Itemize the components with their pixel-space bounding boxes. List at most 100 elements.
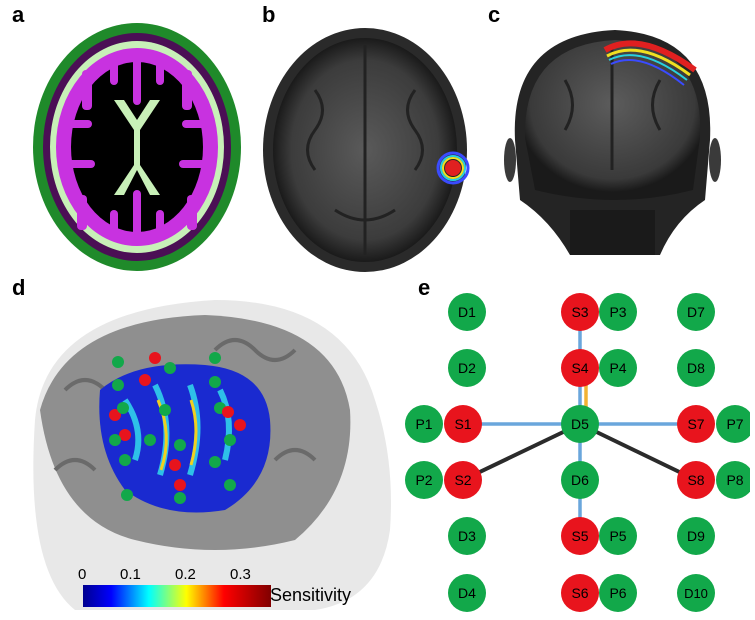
sensitivity-spot: [436, 151, 470, 185]
node-label: P8: [726, 472, 743, 488]
detector-marker: [109, 434, 121, 446]
detector-marker: [164, 362, 176, 374]
detector-node-p2: P2: [405, 461, 443, 499]
node-label: D4: [458, 585, 476, 601]
detector-node-p3: P3: [599, 293, 637, 331]
source-marker: [234, 419, 246, 431]
source-node-s4: S4: [561, 349, 599, 387]
link-S2-D5: [462, 422, 581, 482]
node-label: P3: [609, 304, 626, 320]
node-label: D5: [571, 416, 589, 432]
detector-marker: [112, 356, 124, 368]
node-label: P4: [609, 360, 626, 376]
source-marker: [139, 374, 151, 386]
detector-marker: [144, 434, 156, 446]
source-marker: [222, 406, 234, 418]
gyri-pattern: [62, 50, 212, 245]
source-node-s8: S8: [677, 461, 715, 499]
neck-region: [570, 210, 655, 255]
source-marker: [174, 479, 186, 491]
sulci-lines: [306, 45, 424, 255]
right-ear: [709, 138, 721, 182]
node-label: D2: [458, 360, 476, 376]
detector-marker: [224, 434, 236, 446]
detector-marker: [174, 439, 186, 451]
detector-node-d6: D6: [561, 461, 599, 499]
brain-3d-image: [33, 300, 391, 610]
detector-node-p1: P1: [405, 405, 443, 443]
colorbar-tick-1: 0.1: [120, 566, 141, 583]
node-label: D1: [458, 304, 476, 320]
source-node-s2: S2: [444, 461, 482, 499]
colorbar-tick-2: 0.2: [175, 566, 196, 583]
detector-marker: [117, 402, 129, 414]
detector-node-d4: D4: [448, 574, 486, 612]
detector-marker: [224, 479, 236, 491]
detector-marker: [119, 454, 131, 466]
optode-markers: [109, 352, 246, 504]
source-node-s6: S6: [561, 574, 599, 612]
detector-node-d5: D5: [561, 405, 599, 443]
node-label: P6: [609, 585, 626, 601]
sensitivity-arc: [603, 40, 697, 86]
source-marker: [119, 429, 131, 441]
node-label: D6: [571, 472, 589, 488]
node-label: S5: [571, 528, 588, 544]
colorbar: [83, 585, 271, 607]
sulci-lines: [563, 45, 662, 170]
detector-node-p8: P8: [716, 461, 750, 499]
node-label: P2: [415, 472, 432, 488]
source-marker: [169, 459, 181, 471]
detector-node-p5: P5: [599, 517, 637, 555]
node-label: P7: [726, 416, 743, 432]
detector-node-d9: D9: [677, 517, 715, 555]
link-S8-D5: [579, 422, 697, 482]
node-label: S3: [571, 304, 588, 320]
source-marker: [109, 409, 121, 421]
axial-mri-image: [263, 28, 470, 272]
detector-marker: [209, 376, 221, 388]
node-label: D3: [458, 528, 476, 544]
panel-label-b: b: [262, 2, 276, 27]
detector-node-p7: P7: [716, 405, 750, 443]
node-label: S1: [454, 416, 471, 432]
detector-marker: [159, 404, 171, 416]
detector-node-d7: D7: [677, 293, 715, 331]
detector-node-d3: D3: [448, 517, 486, 555]
panel-label-e: e: [418, 275, 431, 300]
node-label: S2: [454, 472, 471, 488]
ventricles: [114, 100, 160, 195]
detector-marker: [121, 489, 133, 501]
source-node-s3: S3: [561, 293, 599, 331]
node-label: D7: [687, 304, 705, 320]
detector-node-d2: D2: [448, 349, 486, 387]
detector-marker: [209, 456, 221, 468]
node-label: S7: [687, 416, 704, 432]
source-node-s1: S1: [444, 405, 482, 443]
panel-label-c: c: [488, 2, 501, 27]
colorbar-gradient: [83, 585, 271, 607]
node-label: P1: [415, 416, 432, 432]
segmentation-image: [33, 23, 241, 271]
left-ear: [504, 138, 516, 182]
source-node-s7: S7: [677, 405, 715, 443]
colorbar-tick-0: 0: [78, 566, 87, 583]
detector-node-p6: P6: [599, 574, 637, 612]
colorbar-title: Sensitivity: [270, 585, 352, 605]
node-label: S6: [571, 585, 588, 601]
source-node-s5: S5: [561, 517, 599, 555]
node-label: S4: [571, 360, 588, 376]
panel-label-a: a: [12, 2, 25, 27]
detector-node-d8: D8: [677, 349, 715, 387]
node-label: D8: [687, 360, 705, 376]
detector-marker: [112, 379, 124, 391]
node-label: D9: [687, 528, 705, 544]
detector-node-d1: D1: [448, 293, 486, 331]
node-label: P5: [609, 528, 626, 544]
node-label: D10: [684, 586, 708, 601]
colorbar-tick-3: 0.3: [230, 566, 251, 583]
coronal-mri-image: [504, 30, 721, 255]
panel-label-d: d: [12, 275, 26, 300]
